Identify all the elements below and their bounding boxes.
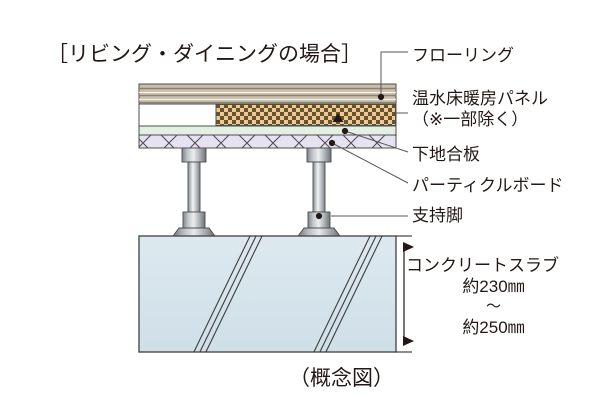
page-title: ［リビング・ダイニングの場合］ [47, 43, 362, 66]
layer-flooring [138, 83, 397, 105]
label-flooring: フローリング [412, 46, 514, 65]
leader-dots [315, 93, 385, 220]
label-heating-panel-line2: （※一部除く） [412, 109, 529, 129]
label-slab-name: コンクリートスラブ [406, 256, 559, 275]
label-subfloor-plywood: 下地合板 [412, 145, 480, 164]
label-heating-panel: 温水床暖房パネル （※一部除く） [412, 89, 548, 130]
support-leg-left [172, 147, 216, 237]
label-slab-dim-min: 約230㎜ [462, 277, 525, 297]
layer-heating-panel [138, 103, 397, 127]
label-concrete-slab: コンクリートスラブ 約230㎜ 〜 約250㎜ [406, 255, 581, 338]
concrete-slab [138, 235, 397, 353]
layer-particle-board [138, 134, 397, 149]
support-leg-right [297, 147, 341, 237]
slab-dimension-arrow [396, 235, 414, 353]
leader-lines [331, 51, 409, 217]
label-support-leg: 支持脚 [412, 206, 463, 225]
label-heating-panel-line1: 温水床暖房パネル [412, 89, 548, 108]
label-particle-board: パーティクルボード [412, 176, 564, 195]
layer-subfloor-plywood [138, 125, 397, 136]
diagram-caption: （概念図） [289, 367, 394, 390]
label-slab-dim-tilde: 〜 [485, 297, 501, 315]
label-slab-dim-max: 約250㎜ [462, 317, 525, 337]
